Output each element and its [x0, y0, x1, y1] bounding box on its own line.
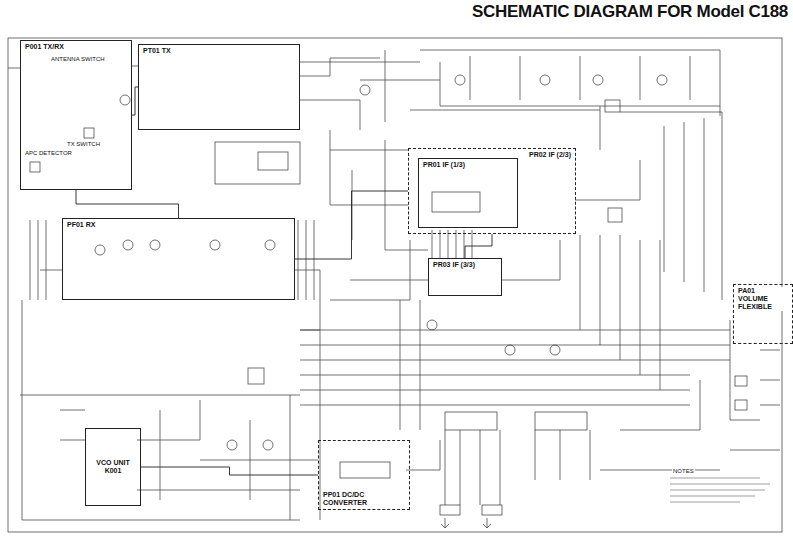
- wire-connector: [295, 191, 408, 259]
- wire-connector: [141, 467, 318, 475]
- regulator-symbol: [605, 100, 620, 112]
- module-box: PR03 IF (3/3): [428, 258, 502, 296]
- sub-board: [215, 142, 300, 184]
- wire: [330, 106, 722, 300]
- transistor-symbol: [123, 240, 133, 250]
- arrow-symbol: [441, 518, 491, 528]
- transistor-symbol: [550, 345, 560, 355]
- wire: [20, 270, 320, 520]
- diagram-title: SCHEMATIC DIAGRAM FOR Model C188: [472, 2, 788, 22]
- transistor-symbol: [657, 75, 667, 85]
- module-label: P001 TX/RX: [24, 43, 65, 51]
- part-label: APC DETECTOR: [24, 150, 73, 157]
- module-box: PP01 DC/DC CONVERTER: [318, 440, 410, 510]
- module-box: PR02 IF (2/3) PR01 IF (1/3): [408, 148, 576, 234]
- module-label: PP01 DC/DC CONVERTER: [322, 491, 404, 507]
- transistor-symbol: [593, 75, 603, 85]
- ic-symbol: [535, 412, 587, 430]
- module-box: PR01 IF (1/3): [418, 158, 518, 228]
- ic-symbol: [340, 462, 390, 478]
- transistor-symbol: [360, 85, 370, 95]
- wire-connector: [76, 190, 179, 218]
- transistor-symbol: [150, 240, 160, 250]
- wire-connector: [465, 234, 492, 258]
- module-label: PF01 RX: [66, 221, 96, 229]
- transistor-symbol: [263, 440, 273, 450]
- part-label: TX SWITCH: [66, 141, 101, 148]
- module-box: PT01 TX: [138, 44, 300, 130]
- transistor-symbol: [265, 240, 275, 250]
- module-label: PR01 IF (1/3): [422, 161, 466, 169]
- transistor-symbol: [120, 95, 130, 105]
- jack-symbol: [735, 400, 747, 410]
- wire: [8, 50, 720, 130]
- transistor-symbol: [455, 75, 465, 85]
- module-label: PR03 IF (3/3): [432, 261, 476, 269]
- module-label: PR02 IF (2/3): [528, 151, 572, 159]
- part-label: NOTES: [672, 468, 695, 475]
- module-box: PA01 VOLUME FLEXIBLE: [733, 284, 793, 344]
- wire: [300, 235, 780, 430]
- drawing-frame: [8, 38, 782, 532]
- module-box: VCO UNIT K001: [85, 428, 141, 506]
- jack-symbol: [735, 376, 747, 386]
- transistor-symbol: [540, 75, 550, 85]
- ic-symbol: [432, 192, 480, 212]
- ic-symbol: [258, 152, 288, 170]
- transistor-symbol: [427, 320, 437, 330]
- transistor-symbol: [210, 240, 220, 250]
- module-box: PF01 RX: [62, 218, 295, 300]
- transistor-symbol: [95, 245, 105, 255]
- switch-symbol: [84, 128, 94, 138]
- connector-symbol: [440, 505, 460, 515]
- wire-group: [8, 38, 782, 532]
- ground-symbol: [30, 162, 40, 172]
- notes-text-lines: [670, 478, 770, 502]
- transistor-symbol: [227, 440, 237, 450]
- module-label: PA01 VOLUME FLEXIBLE: [737, 287, 787, 311]
- relay-symbol: [608, 208, 622, 222]
- wire: [330, 160, 780, 505]
- part-label: ANTENNA SWITCH: [50, 56, 106, 63]
- relay-symbol: [248, 368, 264, 384]
- transistor-symbol: [505, 345, 515, 355]
- signal-bus: [30, 220, 472, 300]
- ic-symbol: [445, 412, 497, 430]
- connector-symbol: [482, 505, 502, 515]
- module-label: PT01 TX: [142, 47, 172, 55]
- module-label: VCO UNIT K001: [90, 459, 136, 475]
